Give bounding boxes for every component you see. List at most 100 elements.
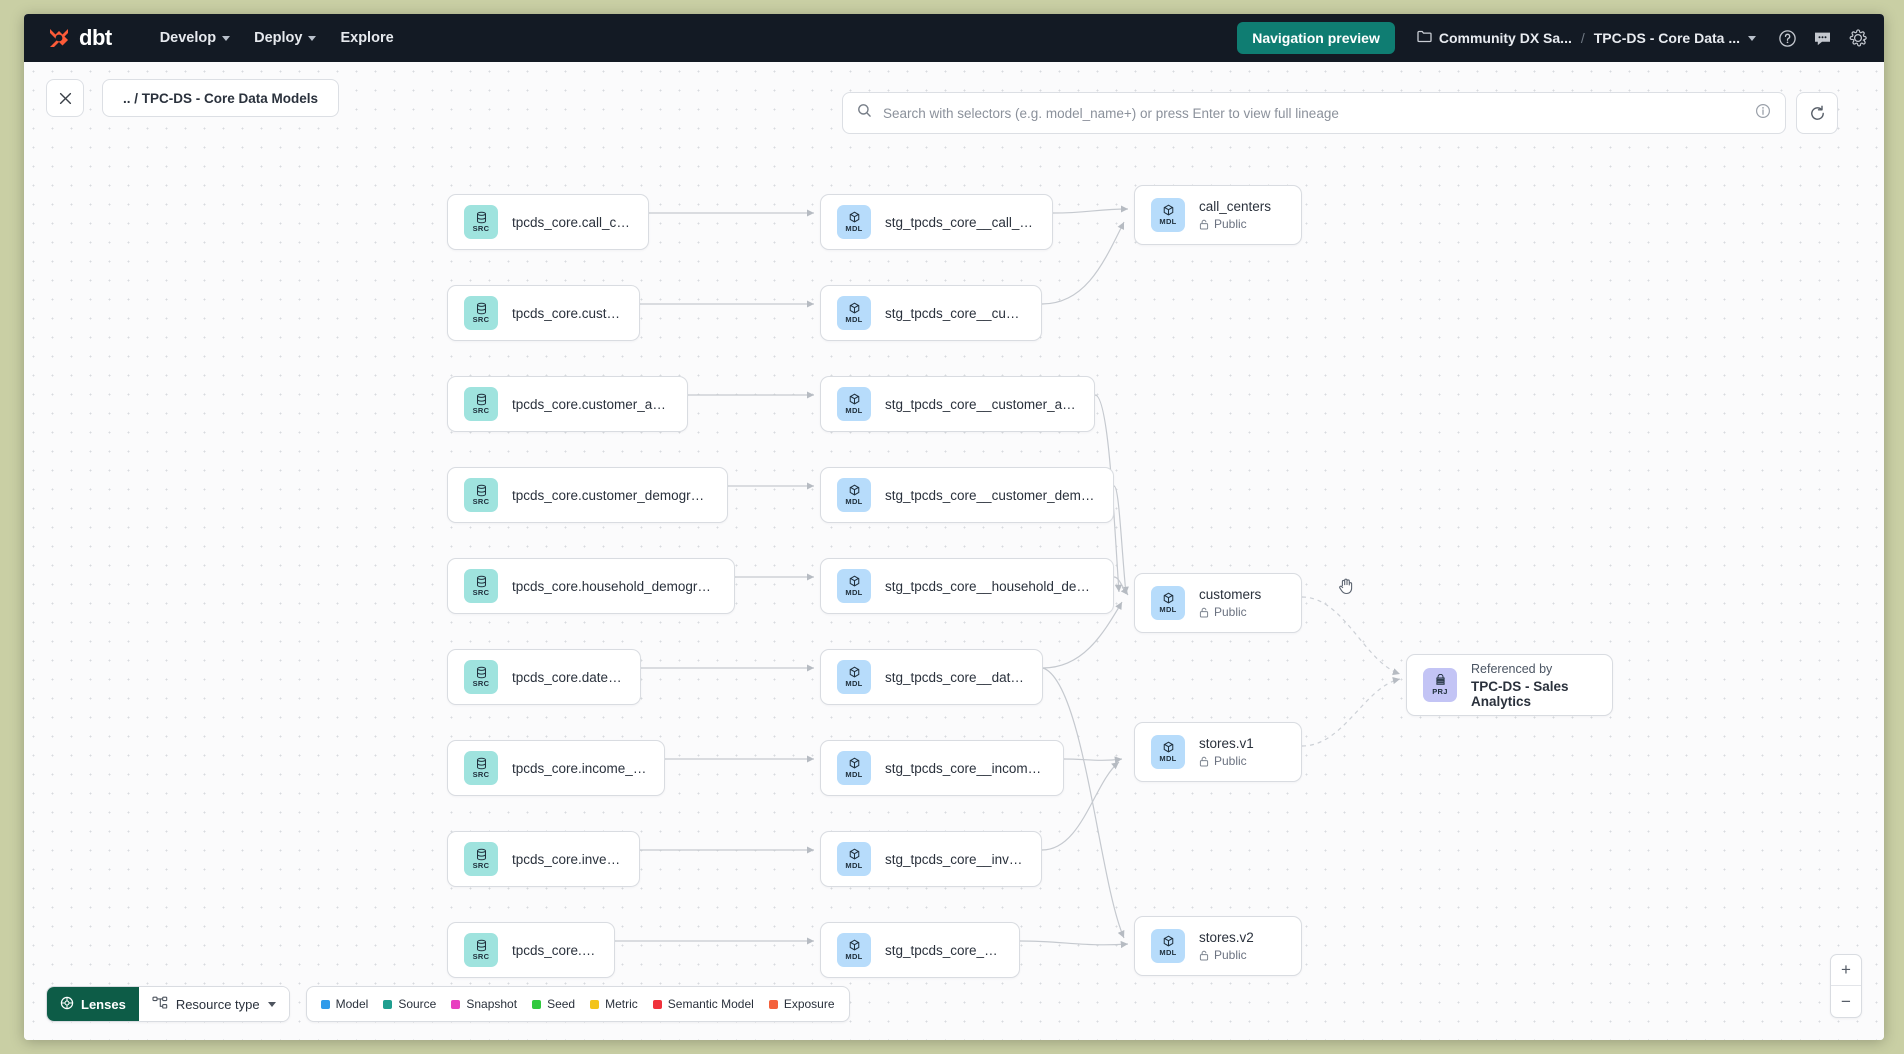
lineage-node-source[interactable]: SRC tpcds_core.income_band [447, 740, 665, 796]
refresh-icon [1810, 105, 1824, 120]
lineage-node-model[interactable]: MDL stg_tpcds_core__customer_address [820, 376, 1095, 432]
lineage-node-model[interactable]: MDL stg_tpcds_core__household_demogr… [820, 558, 1114, 614]
legend-item-semantic-model[interactable]: Semantic Model [652, 997, 754, 1011]
lineage-node-text: call_centers Public [1199, 199, 1271, 231]
legend-label-source: Source [398, 997, 437, 1011]
lineage-node-label: tpcds_core.customer_address [512, 396, 671, 412]
legend-label-model: Model [335, 997, 369, 1011]
refresh-button[interactable] [1796, 92, 1838, 134]
feedback-icon[interactable] [1813, 29, 1832, 48]
lineage-node-model[interactable]: MDL stg_tpcds_core__customer_demogra… [820, 467, 1114, 523]
lineage-node-source[interactable]: SRC tpcds_core.store [447, 922, 615, 978]
lock-icon [1199, 756, 1209, 766]
legend-item-snapshot[interactable]: Snapshot [451, 997, 517, 1011]
lineage-node-label: call_centers [1199, 199, 1272, 214]
lineage-node-source[interactable]: SRC tpcds_core.customer_address [447, 376, 688, 432]
breadcrumb-account[interactable]: Community DX Sa... [1417, 30, 1572, 46]
legend-swatch-snapshot [451, 999, 461, 1009]
lineage-node-text: Referenced by TPC-DS - Sales Analytics [1471, 662, 1596, 709]
lineage-node-label: stg_tpcds_core__call_center [885, 214, 1036, 230]
lineage-node-public-model[interactable]: MDL customers Public [1134, 573, 1302, 633]
lineage-node-label: tpcds_core.household_demographics [512, 578, 718, 594]
source-badge-label: SRC [472, 679, 490, 689]
model-badge: MDL [837, 751, 871, 785]
lineage-node-source[interactable]: SRC tpcds_core.inventory [447, 831, 640, 887]
lineage-node-public-model[interactable]: MDL stores.v1 Public [1134, 722, 1302, 782]
lineage-node-source[interactable]: SRC tpcds_core.customer [447, 285, 640, 341]
source-badge: SRC [464, 387, 498, 421]
model-badge: MDL [837, 842, 871, 876]
lineage-node-public-model[interactable]: MDL stores.v2 Public [1134, 916, 1302, 976]
lineage-node-model[interactable]: MDL stg_tpcds_core__date_dim [820, 649, 1043, 705]
model-badge: MDL [837, 478, 871, 512]
search-box[interactable] [842, 92, 1786, 134]
lenses-group: Lenses Resource type [46, 986, 290, 1022]
navigation-preview-button[interactable]: Navigation preview [1237, 22, 1395, 54]
breadcrumb-project[interactable]: TPC-DS - Core Data ... [1594, 30, 1756, 46]
lineage-canvas[interactable]: SRC tpcds_core.call_center SRC tpcds_cor… [24, 62, 1884, 1040]
breadcrumb-account-label: Community DX Sa... [1438, 30, 1572, 46]
legend-swatch-seed [532, 999, 542, 1009]
model-badge-label: MDL [845, 406, 863, 416]
zoom-out-button[interactable]: − [1841, 991, 1851, 1011]
source-badge-label: SRC [472, 770, 490, 780]
nav-item-deploy[interactable]: Deploy [242, 24, 328, 52]
nav-item-explore-label: Explore [340, 30, 394, 46]
lineage-node-model[interactable]: MDL stg_tpcds_core__customer [820, 285, 1042, 341]
lineage-node-source[interactable]: SRC tpcds_core.household_demographics [447, 558, 735, 614]
source-badge: SRC [464, 933, 498, 967]
model-badge-label: MDL [1159, 948, 1177, 958]
lineage-node-label: stores.v2 [1199, 930, 1254, 945]
nav-item-explore[interactable]: Explore [328, 24, 405, 52]
lineage-node-label: stg_tpcds_core__store [885, 942, 1003, 958]
dbt-logo[interactable]: dbt [40, 25, 112, 51]
help-icon[interactable] [1778, 29, 1797, 48]
access-level: Public [1199, 605, 1261, 619]
lineage-breadcrumb-chip[interactable]: .. / TPC-DS - Core Data Models [102, 79, 340, 117]
close-icon [59, 92, 71, 104]
lineage-node-public-model[interactable]: MDL call_centers Public [1134, 185, 1302, 245]
dbt-logo-text: dbt [79, 25, 112, 50]
chevron-down-icon [1748, 35, 1756, 41]
legend-swatch-exposure [768, 999, 778, 1009]
lineage-node-model[interactable]: MDL stg_tpcds_core__inventory [820, 831, 1042, 887]
lineage-node-label: tpcds_core.call_center [512, 214, 632, 230]
search-input[interactable] [883, 105, 1744, 121]
project-badge-label: PRJ [1432, 687, 1448, 697]
source-badge: SRC [464, 296, 498, 330]
source-badge-label: SRC [472, 588, 490, 598]
legend-item-exposure[interactable]: Exposure [768, 997, 835, 1011]
lineage-node-label: stg_tpcds_core__income_band [885, 760, 1047, 776]
lineage-node-source[interactable]: SRC tpcds_core.customer_demographics [447, 467, 728, 523]
close-button[interactable] [46, 79, 84, 117]
lineage-node-model[interactable]: MDL stg_tpcds_core__income_band [820, 740, 1064, 796]
lineage-node-label: stg_tpcds_core__date_dim [885, 669, 1026, 685]
source-badge: SRC [464, 842, 498, 876]
chevron-down-icon [308, 35, 317, 41]
legend-item-model[interactable]: Model [320, 997, 369, 1011]
nav-item-develop[interactable]: Develop [148, 24, 242, 52]
lenses-button[interactable]: Lenses [47, 987, 139, 1021]
model-badge-label: MDL [845, 497, 863, 507]
model-badge: MDL [837, 387, 871, 421]
legend-item-source[interactable]: Source [383, 997, 436, 1011]
lineage-node-model[interactable]: MDL stg_tpcds_core__store [820, 922, 1020, 978]
access-level: Public [1199, 948, 1254, 962]
zoom-in-button[interactable]: + [1831, 955, 1861, 986]
project-badge: PRJ [1423, 668, 1457, 702]
lineage-node-source[interactable]: SRC tpcds_core.date_dim [447, 649, 641, 705]
lineage-node-model[interactable]: MDL stg_tpcds_core__call_center [820, 194, 1053, 250]
settings-icon[interactable] [1848, 28, 1868, 48]
lineage-node-project[interactable]: PRJ Referenced by TPC-DS - Sales Analyti… [1406, 654, 1613, 716]
info-icon[interactable] [1755, 103, 1771, 124]
lenses-label: Lenses [81, 996, 126, 1012]
legend-item-metric[interactable]: Metric [590, 997, 638, 1011]
resource-type-dropdown[interactable]: Resource type [138, 987, 289, 1021]
source-badge: SRC [464, 478, 498, 512]
model-badge: MDL [837, 205, 871, 239]
legend-item-seed[interactable]: Seed [532, 997, 575, 1011]
dbt-explore-window: dbt Develop Deploy Explore Navigation pr… [24, 14, 1884, 1040]
access-label: Public [1214, 217, 1247, 231]
lineage-node-text: customers Public [1199, 587, 1261, 619]
lineage-node-source[interactable]: SRC tpcds_core.call_center [447, 194, 649, 250]
